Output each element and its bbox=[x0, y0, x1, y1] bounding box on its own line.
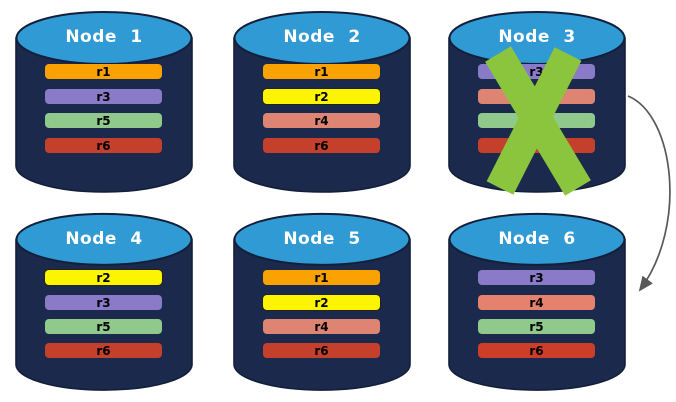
replica-bar: r4 bbox=[478, 295, 595, 310]
replica-label: r1 bbox=[96, 64, 111, 79]
replica-bar: r2 bbox=[263, 295, 380, 310]
replica-bar: r3 bbox=[45, 295, 162, 310]
node-title: Node 2 bbox=[283, 27, 361, 47]
replica-bar: r3 bbox=[478, 270, 595, 285]
replica-bar: r1 bbox=[45, 64, 162, 79]
replica-bar: r2 bbox=[45, 270, 162, 285]
replica-bar: r2 bbox=[263, 89, 380, 104]
node-title: Node 4 bbox=[65, 229, 143, 249]
cylinder-top-ellipse bbox=[15, 212, 193, 266]
replica-label: r6 bbox=[529, 343, 544, 358]
node-cylinder-4: Node 4 r2 r3 r5 r6 bbox=[15, 210, 193, 392]
cylinder-top-ellipse bbox=[448, 212, 626, 266]
replica-bar: r4 bbox=[263, 319, 380, 334]
node-cylinder-2: Node 2 r1 r2 r4 r6 bbox=[233, 8, 411, 194]
replica-label: r3 bbox=[529, 64, 544, 79]
node-title: Node 6 bbox=[498, 229, 576, 249]
node-cylinder-5: Node 5 r1 r2 r4 r6 bbox=[233, 210, 411, 392]
replica-label: r6 bbox=[314, 138, 329, 153]
replica-label: r6 bbox=[314, 343, 329, 358]
replica-bar: r5 bbox=[45, 113, 162, 128]
replica-bar bbox=[478, 138, 595, 153]
replica-bar: r6 bbox=[263, 138, 380, 153]
node-cylinder-1: Node 1 r1 r3 r5 r6 bbox=[15, 8, 193, 194]
replica-bar: r6 bbox=[45, 343, 162, 358]
replica-bar: r6 bbox=[478, 343, 595, 358]
replica-bar: r3 bbox=[45, 89, 162, 104]
replica-label: r1 bbox=[314, 270, 329, 285]
replica-label: r1 bbox=[314, 64, 329, 79]
replica-label: r2 bbox=[314, 89, 329, 104]
replica-label: r2 bbox=[96, 270, 111, 285]
replica-bar: r4 bbox=[263, 113, 380, 128]
replica-bar bbox=[478, 113, 595, 128]
transfer-arrow bbox=[627, 95, 671, 292]
replica-bar: r1 bbox=[263, 64, 380, 79]
node-cylinder-3: Node 3 r3 bbox=[448, 8, 626, 194]
replica-label: r5 bbox=[529, 319, 544, 334]
node-title: Node 3 bbox=[498, 27, 576, 47]
node-cylinder-6: Node 6 r3 r4 r5 r6 bbox=[448, 210, 626, 392]
replica-label: r3 bbox=[96, 295, 111, 310]
replica-label: r4 bbox=[529, 295, 544, 310]
replica-label: r6 bbox=[96, 138, 111, 153]
replica-label: r4 bbox=[314, 319, 329, 334]
node-title: Node 5 bbox=[283, 229, 361, 249]
replica-label: r3 bbox=[529, 270, 544, 285]
replica-bar: r5 bbox=[45, 319, 162, 334]
replica-bar: r3 bbox=[478, 64, 595, 79]
replica-label: r4 bbox=[314, 113, 329, 128]
node-title: Node 1 bbox=[65, 27, 143, 47]
replica-label: r3 bbox=[96, 89, 111, 104]
replica-bar bbox=[478, 89, 595, 104]
replica-label: r2 bbox=[314, 295, 329, 310]
replica-bar: r1 bbox=[263, 270, 380, 285]
replica-label: r5 bbox=[96, 319, 111, 334]
replica-bar: r5 bbox=[478, 319, 595, 334]
cylinder-top-ellipse bbox=[233, 212, 411, 266]
replica-bar: r6 bbox=[263, 343, 380, 358]
replica-bar: r6 bbox=[45, 138, 162, 153]
replica-label: r6 bbox=[96, 343, 111, 358]
replica-label: r5 bbox=[96, 113, 111, 128]
